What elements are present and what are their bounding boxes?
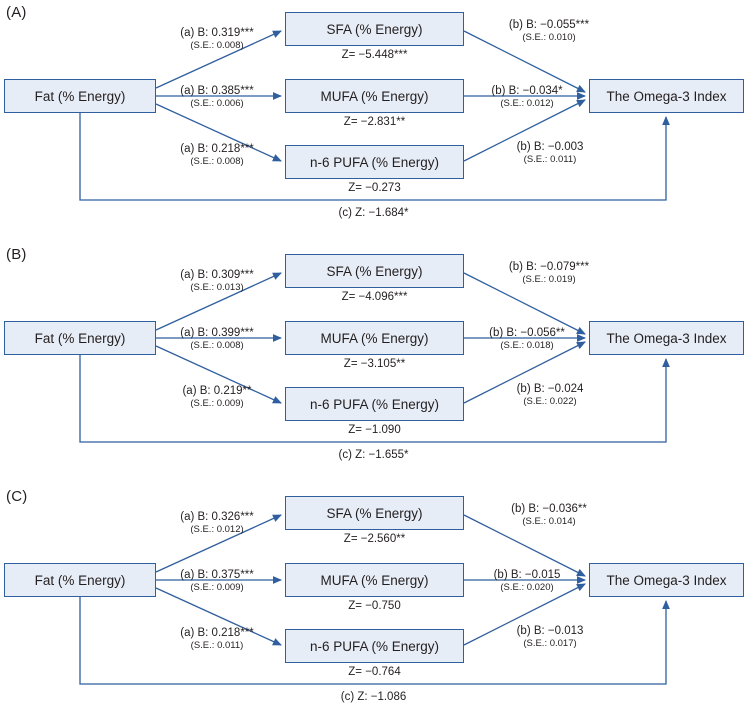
z-label-sfa: Z= −2.560** (343, 533, 406, 545)
edge-label-b-pufa: (b) B: −0.024 (S.E.: 0.022) (487, 382, 613, 408)
edge-coef: (a) B: 0.219** (182, 385, 252, 397)
direct-effect-label: (c) Z: −1.655* (338, 449, 409, 461)
node-mediator-sfa: SFA (% Energy) (285, 12, 464, 46)
node-outcome: The Omega-3 Index (589, 79, 744, 113)
edge-coef: (b) B: −0.056** (489, 327, 565, 339)
direct-effect-label: (c) Z: −1.086 (340, 691, 407, 703)
panel-label-C: (C) (6, 488, 28, 505)
edge-stderr: (S.E.: 0.008) (190, 340, 244, 352)
node-mediator-pufa: n-6 PUFA (% Energy) (285, 145, 464, 179)
panel-label-B: (B) (6, 246, 27, 263)
edge-stderr: (S.E.: 0.008) (190, 156, 244, 168)
edge-coef: (b) B: −0.034* (491, 85, 563, 97)
node-mediator-sfa: SFA (% Energy) (285, 254, 464, 288)
panel-label-A: (A) (6, 4, 27, 21)
edge-stderr: (S.E.: 0.009) (190, 398, 244, 410)
edge-stderr: (S.E.: 0.012) (500, 98, 554, 110)
node-mediator-pufa: n-6 PUFA (% Energy) (285, 629, 464, 663)
edge-coef: (b) B: −0.079*** (508, 261, 590, 273)
z-label-mufa: Z= −0.750 (348, 600, 401, 612)
node-mediator-mufa: MUFA (% Energy) (285, 79, 464, 113)
edge-stderr: (S.E.: 0.017) (523, 638, 577, 650)
edge-coef: (b) B: −0.036** (511, 503, 587, 515)
edge-coef: (a) B: 0.319*** (180, 27, 254, 39)
edge-label-b-sfa: (b) B: −0.079*** (S.E.: 0.019) (484, 260, 614, 286)
z-label-mufa: Z= −3.105** (343, 358, 406, 370)
edge-stderr: (S.E.: 0.022) (523, 396, 577, 408)
edge-coef: (b) B: −0.055*** (508, 19, 590, 31)
node-mediator-pufa: n-6 PUFA (% Energy) (285, 387, 464, 421)
node-mediator-mufa: MUFA (% Energy) (285, 321, 464, 355)
edge-label-a-sfa: (a) B: 0.319*** (S.E.: 0.008) (152, 26, 282, 52)
node-exposure: Fat (% Energy) (4, 321, 156, 355)
edge-stderr: (S.E.: 0.020) (500, 582, 554, 594)
node-outcome: The Omega-3 Index (589, 563, 744, 597)
node-exposure: Fat (% Energy) (4, 79, 156, 113)
panel-C: (C) Fat (% Energy) SFA (% Energy) MUFA (… (0, 484, 747, 726)
path-arrows-B (79, 272, 670, 443)
direct-effect-label: (c) Z: −1.684* (338, 207, 409, 219)
edge-label-a-sfa: (a) B: 0.326*** (S.E.: 0.012) (152, 510, 282, 536)
edge-stderr: (S.E.: 0.013) (190, 282, 244, 294)
edge-coef: (a) B: 0.218*** (180, 627, 254, 639)
node-mediator-mufa: MUFA (% Energy) (285, 563, 464, 597)
edge-label-b-sfa: (b) B: −0.055*** (S.E.: 0.010) (484, 18, 614, 44)
edge-coef: (a) B: 0.309*** (180, 269, 254, 281)
path-arrows-A (79, 30, 670, 201)
edge-label-b-pufa: (b) B: −0.003 (S.E.: 0.011) (487, 140, 613, 166)
edge-stderr: (S.E.: 0.011) (190, 640, 244, 652)
z-label-pufa: Z= −1.090 (348, 424, 401, 436)
edge-coef: (b) B: −0.024 (516, 383, 584, 395)
edge-label-b-pufa: (b) B: −0.013 (S.E.: 0.017) (487, 624, 613, 650)
z-label-mufa: Z= −2.831** (343, 116, 406, 128)
edge-coef: (a) B: 0.399*** (180, 327, 254, 339)
edge-coef: (b) B: −0.013 (516, 625, 584, 637)
z-label-pufa: Z= −0.764 (348, 666, 401, 678)
edge-label-a-pufa: (a) B: 0.218*** (S.E.: 0.008) (152, 142, 282, 168)
edge-stderr: (S.E.: 0.012) (190, 524, 244, 536)
edge-coef: (a) B: 0.218*** (180, 143, 254, 155)
edge-stderr: (S.E.: 0.009) (190, 582, 244, 594)
panel-A: (A) Fat (% Energy) SFA (% Energy) MUFA (… (0, 0, 747, 242)
edge-stderr: (S.E.: 0.011) (523, 154, 577, 166)
edge-stderr: (S.E.: 0.019) (522, 274, 576, 286)
z-label-sfa: Z= −5.448*** (341, 49, 408, 61)
z-label-pufa: Z= −0.273 (348, 182, 401, 194)
edge-label-a-sfa: (a) B: 0.309*** (S.E.: 0.013) (152, 268, 282, 294)
edge-stderr: (S.E.: 0.018) (500, 340, 554, 352)
node-mediator-sfa: SFA (% Energy) (285, 496, 464, 530)
edge-label-b-sfa: (b) B: −0.036** (S.E.: 0.014) (484, 502, 614, 528)
edge-label-b-mufa: (b) B: −0.034* (S.E.: 0.012) (462, 84, 592, 110)
edge-label-a-mufa: (a) B: 0.385*** (S.E.: 0.006) (152, 84, 282, 110)
edge-label-b-mufa: (b) B: −0.056** (S.E.: 0.018) (462, 326, 592, 352)
edge-label-a-pufa: (a) B: 0.219** (S.E.: 0.009) (152, 384, 282, 410)
node-exposure: Fat (% Energy) (4, 563, 156, 597)
edge-stderr: (S.E.: 0.006) (190, 98, 244, 110)
edge-label-b-mufa: (b) B: −0.015 (S.E.: 0.020) (462, 568, 592, 594)
edge-stderr: (S.E.: 0.010) (522, 32, 576, 44)
edge-coef: (a) B: 0.326*** (180, 511, 254, 523)
path-arrows-C (79, 514, 670, 685)
edge-coef: (a) B: 0.385*** (180, 85, 254, 97)
edge-coef: (b) B: −0.003 (516, 141, 584, 153)
panel-B: (B) Fat (% Energy) SFA (% Energy) MUFA (… (0, 242, 747, 484)
edge-label-a-mufa: (a) B: 0.399*** (S.E.: 0.008) (152, 326, 282, 352)
z-label-sfa: Z= −4.096*** (341, 291, 408, 303)
edge-label-a-mufa: (a) B: 0.375*** (S.E.: 0.009) (152, 568, 282, 594)
edge-stderr: (S.E.: 0.014) (522, 516, 576, 528)
edge-coef: (b) B: −0.015 (493, 569, 561, 581)
edge-label-a-pufa: (a) B: 0.218*** (S.E.: 0.011) (152, 626, 282, 652)
edge-stderr: (S.E.: 0.008) (190, 40, 244, 52)
node-outcome: The Omega-3 Index (589, 321, 744, 355)
edge-coef: (a) B: 0.375*** (180, 569, 254, 581)
